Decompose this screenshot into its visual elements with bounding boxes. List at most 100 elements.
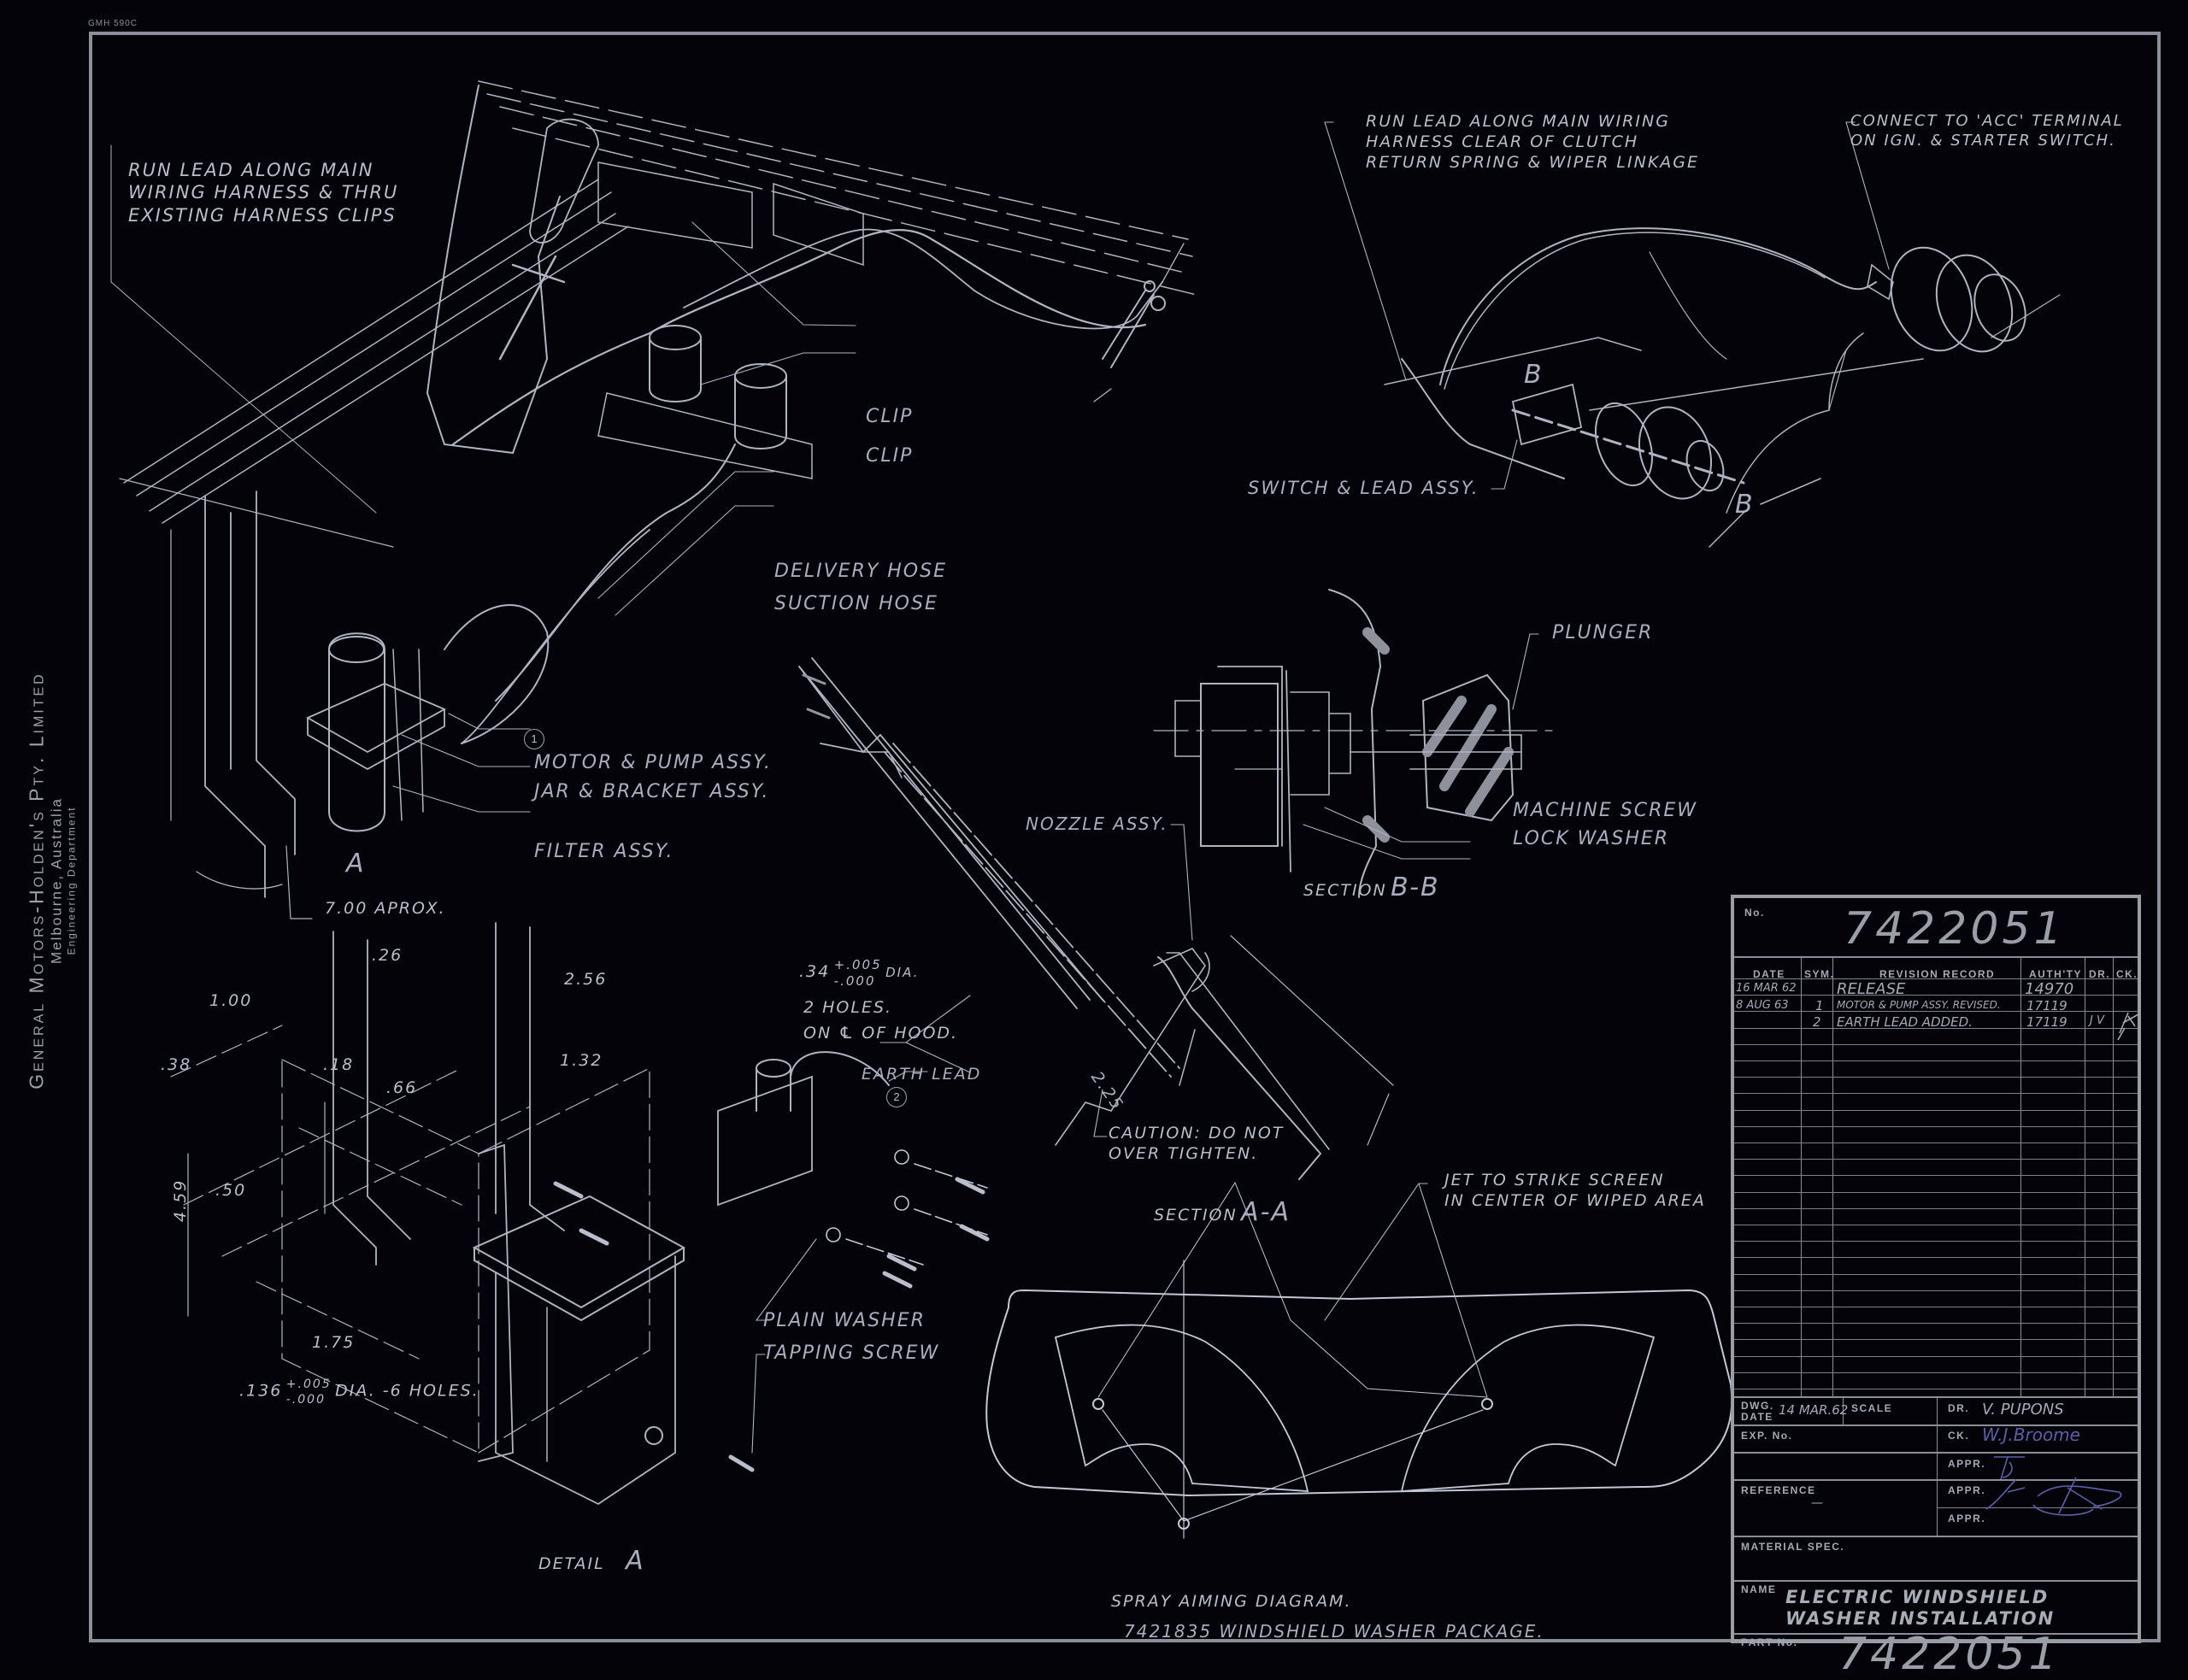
holes6-value: .136 xyxy=(239,1381,283,1401)
holes-dia-suffix: DIA. xyxy=(885,964,920,980)
detail-word: DETAIL xyxy=(538,1554,605,1573)
part-number: 7422051 xyxy=(1838,1629,2061,1680)
revision-row-line xyxy=(1734,1289,2138,1291)
reference-label: REFERENCE xyxy=(1741,1484,1816,1496)
rev-authority: 14970 xyxy=(2025,980,2074,998)
revision-row-line xyxy=(1734,1109,2138,1111)
section-aa-view xyxy=(798,657,1394,1180)
rev-header-record: REVISION RECORD xyxy=(1879,968,1996,980)
material-spec-label: MATERIAL SPEC. xyxy=(1741,1541,1845,1553)
rev-record: RELEASE xyxy=(1837,980,1906,998)
rev-date: 8 AUG 63 xyxy=(1736,999,1789,1012)
drawing-name-line: WASHER INSTALLATION xyxy=(1785,1608,2056,1630)
rev-record: MOTOR & PUMP ASSY. REVISED. xyxy=(1837,999,2001,1011)
divider xyxy=(1734,1536,2138,1537)
note-jet-strike: JET TO STRIKE SCREEN IN CENTER OF WIPED … xyxy=(1444,1171,1706,1212)
note-line: EXISTING HARNESS CLIPS xyxy=(128,204,397,226)
divider xyxy=(1734,1580,2138,1582)
label-delivery-hose: DELIVERY HOSE xyxy=(774,561,947,582)
engine-bay-view xyxy=(110,80,1197,919)
scale-label: SCALE xyxy=(1851,1402,1893,1414)
note-line: JET TO STRIKE SCREEN xyxy=(1444,1171,1665,1190)
holes6-suffix: DIA. -6 HOLES. xyxy=(335,1381,479,1401)
revision-row-line xyxy=(1734,1372,2138,1373)
drawing-number: 7422051 xyxy=(1844,903,2066,955)
dwg-date: 14 MAR.62 xyxy=(1779,1402,1849,1418)
rev-header-date: DATE xyxy=(1753,968,1785,980)
appr-signature-1 xyxy=(1994,1456,2025,1480)
label-suction-hose: SUCTION HOSE xyxy=(774,593,938,614)
no-label: No. xyxy=(1744,907,1765,919)
revision-row-line xyxy=(1734,1323,2138,1325)
detail-a-view xyxy=(170,922,890,1506)
note-line: ON IGN. & STARTER SWITCH. xyxy=(1850,131,2116,150)
leader-lines xyxy=(392,121,1890,1454)
dim-050: .50 xyxy=(215,1181,247,1200)
col-divider xyxy=(1832,956,1833,1396)
detail-letter: A xyxy=(626,1546,645,1576)
holes6-minus: -.000 xyxy=(285,1392,326,1407)
revision-row-line xyxy=(1734,1027,2138,1029)
revision-row-line xyxy=(1734,1043,2138,1045)
label-jar-bracket: JAR & BRACKET ASSY. xyxy=(534,781,770,802)
drawn-by: V. PUPONS xyxy=(1982,1401,2064,1419)
drawing-name-line: ELECTRIC WINDSHIELD xyxy=(1785,1587,2050,1607)
name-label: NAME xyxy=(1741,1583,1777,1595)
appr-label-1: APPR. xyxy=(1948,1458,1986,1470)
callout-earth-lead-ref: 2 xyxy=(886,1087,907,1107)
dim-066: .66 xyxy=(386,1078,418,1097)
section-bb-letters: B-B xyxy=(1391,872,1440,902)
appr-label-3: APPR. xyxy=(1948,1513,1986,1524)
label-plunger: PLUNGER xyxy=(1552,622,1654,643)
drawing-name: ELECTRIC WINDSHIELD WASHER INSTALLATION xyxy=(1785,1587,2055,1630)
part-no-label: PART No. xyxy=(1741,1636,1798,1648)
divider xyxy=(1734,1479,2138,1481)
revision-row-line xyxy=(1734,1077,2138,1078)
revision-row-line xyxy=(1734,1159,2138,1160)
note-caution: CAUTION: DO NOT OVER TIGHTEN. xyxy=(1109,1124,1284,1165)
label-earth-lead: EARTH LEAD xyxy=(862,1065,982,1084)
col-divider xyxy=(1937,1396,1938,1536)
label-plain-washer: PLAIN WASHER xyxy=(763,1310,926,1331)
dim-256: 2.56 xyxy=(564,970,608,989)
rev-header-sym: SYM. xyxy=(1804,968,1835,980)
section-bb-word: SECTION xyxy=(1303,881,1387,900)
dim-026: .26 xyxy=(372,946,403,965)
reference-value: — xyxy=(1811,1496,1823,1510)
revision-row-line xyxy=(1734,995,2138,996)
revision-row-line xyxy=(1734,1125,2138,1127)
rev-ck-initials xyxy=(2117,1012,2139,1041)
section-b-marker-top: B xyxy=(1524,360,1544,390)
divider xyxy=(1734,956,2138,958)
fastener-set xyxy=(553,1149,990,1472)
rev-header-authority: AUTH'TY xyxy=(2029,968,2083,980)
col-divider xyxy=(1843,1396,1844,1424)
label-approx: 7.00 APROX. xyxy=(325,899,446,918)
divider xyxy=(1734,1424,2138,1426)
note-line: CAUTION: DO NOT xyxy=(1109,1124,1285,1143)
revision-row-line xyxy=(1734,1257,2138,1259)
holes6-plus: +.005 xyxy=(285,1377,332,1391)
note-line: CONNECT TO 'ACC' TERMINAL xyxy=(1850,112,2124,130)
rev-header-ck: CK. xyxy=(2116,968,2138,980)
dim-100: 1.00 xyxy=(209,991,253,1010)
rev-header-dr: DR. xyxy=(2089,968,2111,980)
detail-a-title: DETAIL A xyxy=(538,1545,645,1577)
label-clip-lower: CLIP xyxy=(866,445,914,467)
dwg-date-label-text: DWG. DATE xyxy=(1741,1400,1774,1423)
section-aa-title: SECTION A-A xyxy=(1154,1196,1291,1229)
appr-label-2: APPR. xyxy=(1948,1484,1986,1496)
dim-132: 1.32 xyxy=(560,1051,603,1070)
drawing-border xyxy=(89,32,2161,1642)
dim-459: 4.59 xyxy=(171,1178,190,1222)
form-code: GMH 590C xyxy=(88,19,138,28)
dr-label: DR. xyxy=(1948,1402,1970,1414)
label-motor-pump: MOTOR & PUMP ASSY. xyxy=(534,752,772,773)
note-line: OVER TIGHTEN. xyxy=(1109,1143,1259,1163)
title-block: No. 7422051 DATE SYM. REVISION RECORD AU… xyxy=(1731,895,2141,1680)
rev-authority: 17119 xyxy=(2026,1014,2067,1030)
label-clip-upper: CLIP xyxy=(866,406,914,427)
dim-6-holes: .136 +.005 -.000 DIA. -6 HOLES. xyxy=(239,1377,479,1407)
